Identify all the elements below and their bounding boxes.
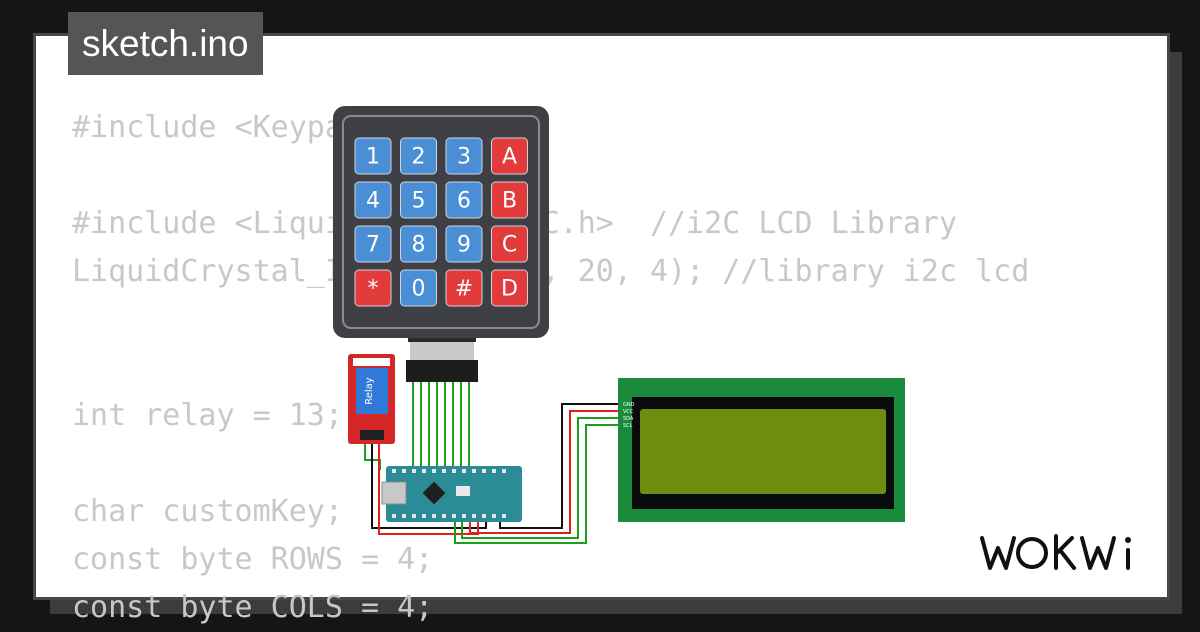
keypad-key[interactable]	[491, 181, 528, 219]
keypad-key-label: 6	[457, 189, 471, 214]
keypad-key[interactable]	[445, 225, 483, 263]
wokwi-logo[interactable]	[978, 528, 1150, 580]
keypad-key-label: 3	[457, 145, 471, 170]
keypad-key-label: B	[502, 189, 517, 214]
code-line: int relay = 13;	[72, 398, 343, 433]
lcd-pin-vcc: VCC	[623, 409, 634, 415]
keypad-key-label: D	[501, 277, 518, 302]
lcd-pin-gnd: GND	[623, 402, 635, 408]
lcd-pin-scl: SCL	[623, 423, 633, 429]
keypad-key[interactable]	[445, 137, 483, 175]
keypad-key-label: 7	[366, 233, 380, 258]
keypad-key-label: *	[368, 277, 379, 302]
code-line: const byte ROWS = 4;	[72, 542, 434, 577]
keypad-key[interactable]	[445, 181, 483, 219]
lcd-display[interactable]: GND VCC SDA SCL	[618, 378, 905, 522]
keypad-key[interactable]	[354, 225, 392, 263]
keypad-component[interactable]: 1 2 3 A 4 5 6 B 7 8 9 C * 0 # D	[333, 106, 549, 382]
keypad-key[interactable]	[354, 181, 392, 219]
wires	[364, 380, 632, 544]
keypad-key[interactable]	[400, 269, 437, 307]
keypad-key-label: C	[502, 233, 517, 258]
wokwi-logo-icon	[980, 534, 1131, 570]
code-line: LiquidCrystal_I2C lcd(0x27, 20, 4); //li…	[72, 254, 1030, 289]
keypad-key-label: 5	[412, 189, 426, 214]
keypad-key-label: #	[455, 277, 473, 302]
keypad-key-label: A	[502, 145, 517, 170]
keypad-key[interactable]	[491, 225, 528, 263]
arduino-nano[interactable]	[381, 466, 522, 522]
keypad-key[interactable]	[491, 137, 528, 175]
keypad-key-label: 9	[457, 233, 471, 258]
keypad-key[interactable]	[354, 137, 392, 175]
code-line: char customKey;	[72, 494, 343, 529]
keypad-key-label: 8	[412, 233, 426, 258]
relay-module[interactable]: Relay	[348, 354, 395, 444]
keypad-key[interactable]	[400, 137, 437, 175]
keypad-key-label: 0	[412, 277, 426, 302]
keypad-key[interactable]	[400, 225, 437, 263]
lcd-pin-labels: GND VCC SDA SCL	[623, 402, 635, 429]
keypad-key[interactable]	[445, 269, 483, 307]
keypad-key-label: 1	[366, 145, 380, 170]
keypad-key-label: 2	[412, 145, 426, 170]
filename-tab[interactable]: sketch.ino	[68, 12, 263, 75]
keypad-key-label: 4	[366, 189, 380, 214]
keypad-key[interactable]	[491, 269, 528, 307]
keypad-key[interactable]	[400, 181, 437, 219]
code-line: const byte COLS = 4;	[72, 590, 434, 625]
keypad-key[interactable]	[354, 269, 392, 307]
relay-label: Relay	[364, 377, 375, 405]
lcd-pin-sda: SDA	[623, 416, 634, 422]
